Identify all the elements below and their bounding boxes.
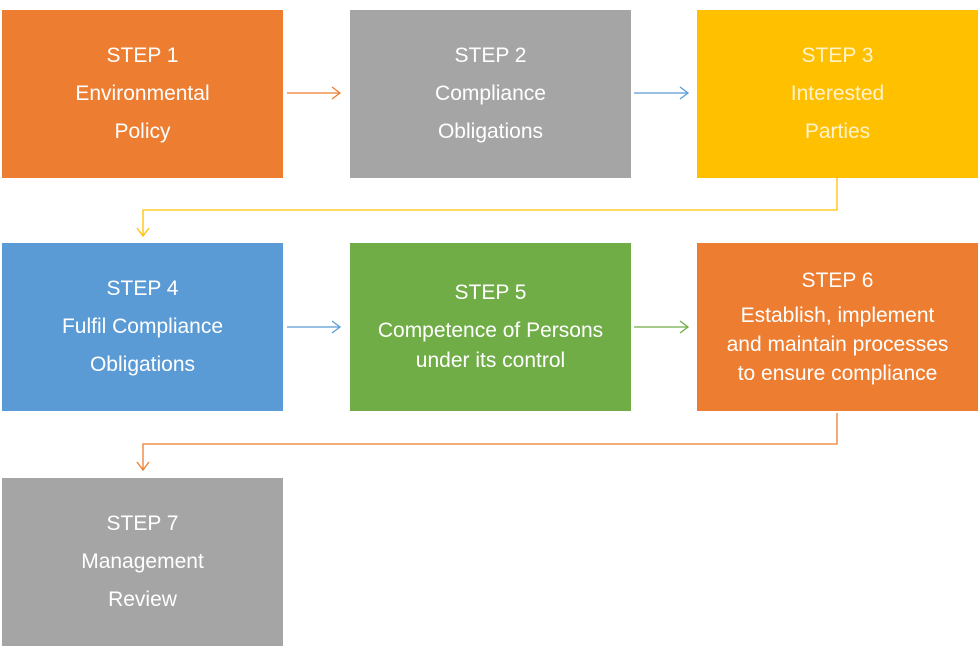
step-7-title: STEP 7 (106, 512, 179, 535)
step-1-box: STEP 1 Environmental Policy (2, 10, 283, 178)
connector-1-to-2 (287, 86, 342, 100)
connector-5-to-6 (634, 320, 690, 334)
step-6-title: STEP 6 (801, 269, 874, 292)
connector-6-to-7 (136, 413, 838, 472)
step-2-line-1: Compliance (435, 82, 546, 105)
connector-4-to-5 (287, 320, 342, 334)
step-2-line-2: Obligations (437, 120, 544, 143)
step-1-title: STEP 1 (106, 44, 179, 67)
connector-2-to-3 (634, 86, 690, 100)
step-7-box: STEP 7 Management Review (2, 478, 283, 646)
step-1-line-1: Environmental (75, 82, 210, 105)
step-4-box: STEP 4 Fulfil Compliance Obligations (2, 243, 283, 411)
step-4-title: STEP 4 (106, 277, 179, 300)
step-7-line-1: Management (81, 550, 204, 573)
step-5-line-1: Competence of Persons (377, 319, 604, 342)
connector-3-to-4 (136, 178, 838, 238)
step-1-line-2: Policy (114, 120, 171, 143)
step-6-line-1: Establish, implement (740, 304, 935, 327)
step-3-line-1: Interested (790, 82, 885, 105)
step-6-box: STEP 6 Establish, implement and maintain… (697, 243, 978, 411)
step-4-line-1: Fulfil Compliance (61, 315, 224, 338)
step-7-line-2: Review (108, 588, 177, 611)
step-3-title: STEP 3 (801, 44, 874, 67)
step-6-line-2: and maintain processes (726, 333, 949, 356)
step-6-line-3: to ensure compliance (737, 362, 938, 385)
step-3-box: STEP 3 Interested Parties (697, 10, 978, 178)
step-3-line-2: Parties (804, 120, 871, 143)
step-5-line-2: under its control (415, 349, 566, 372)
step-2-title: STEP 2 (454, 44, 527, 67)
step-5-box: STEP 5 Competence of Persons under its c… (350, 243, 631, 411)
step-2-box: STEP 2 Compliance Obligations (350, 10, 631, 178)
step-4-line-2: Obligations (89, 353, 196, 376)
step-5-title: STEP 5 (454, 281, 527, 304)
